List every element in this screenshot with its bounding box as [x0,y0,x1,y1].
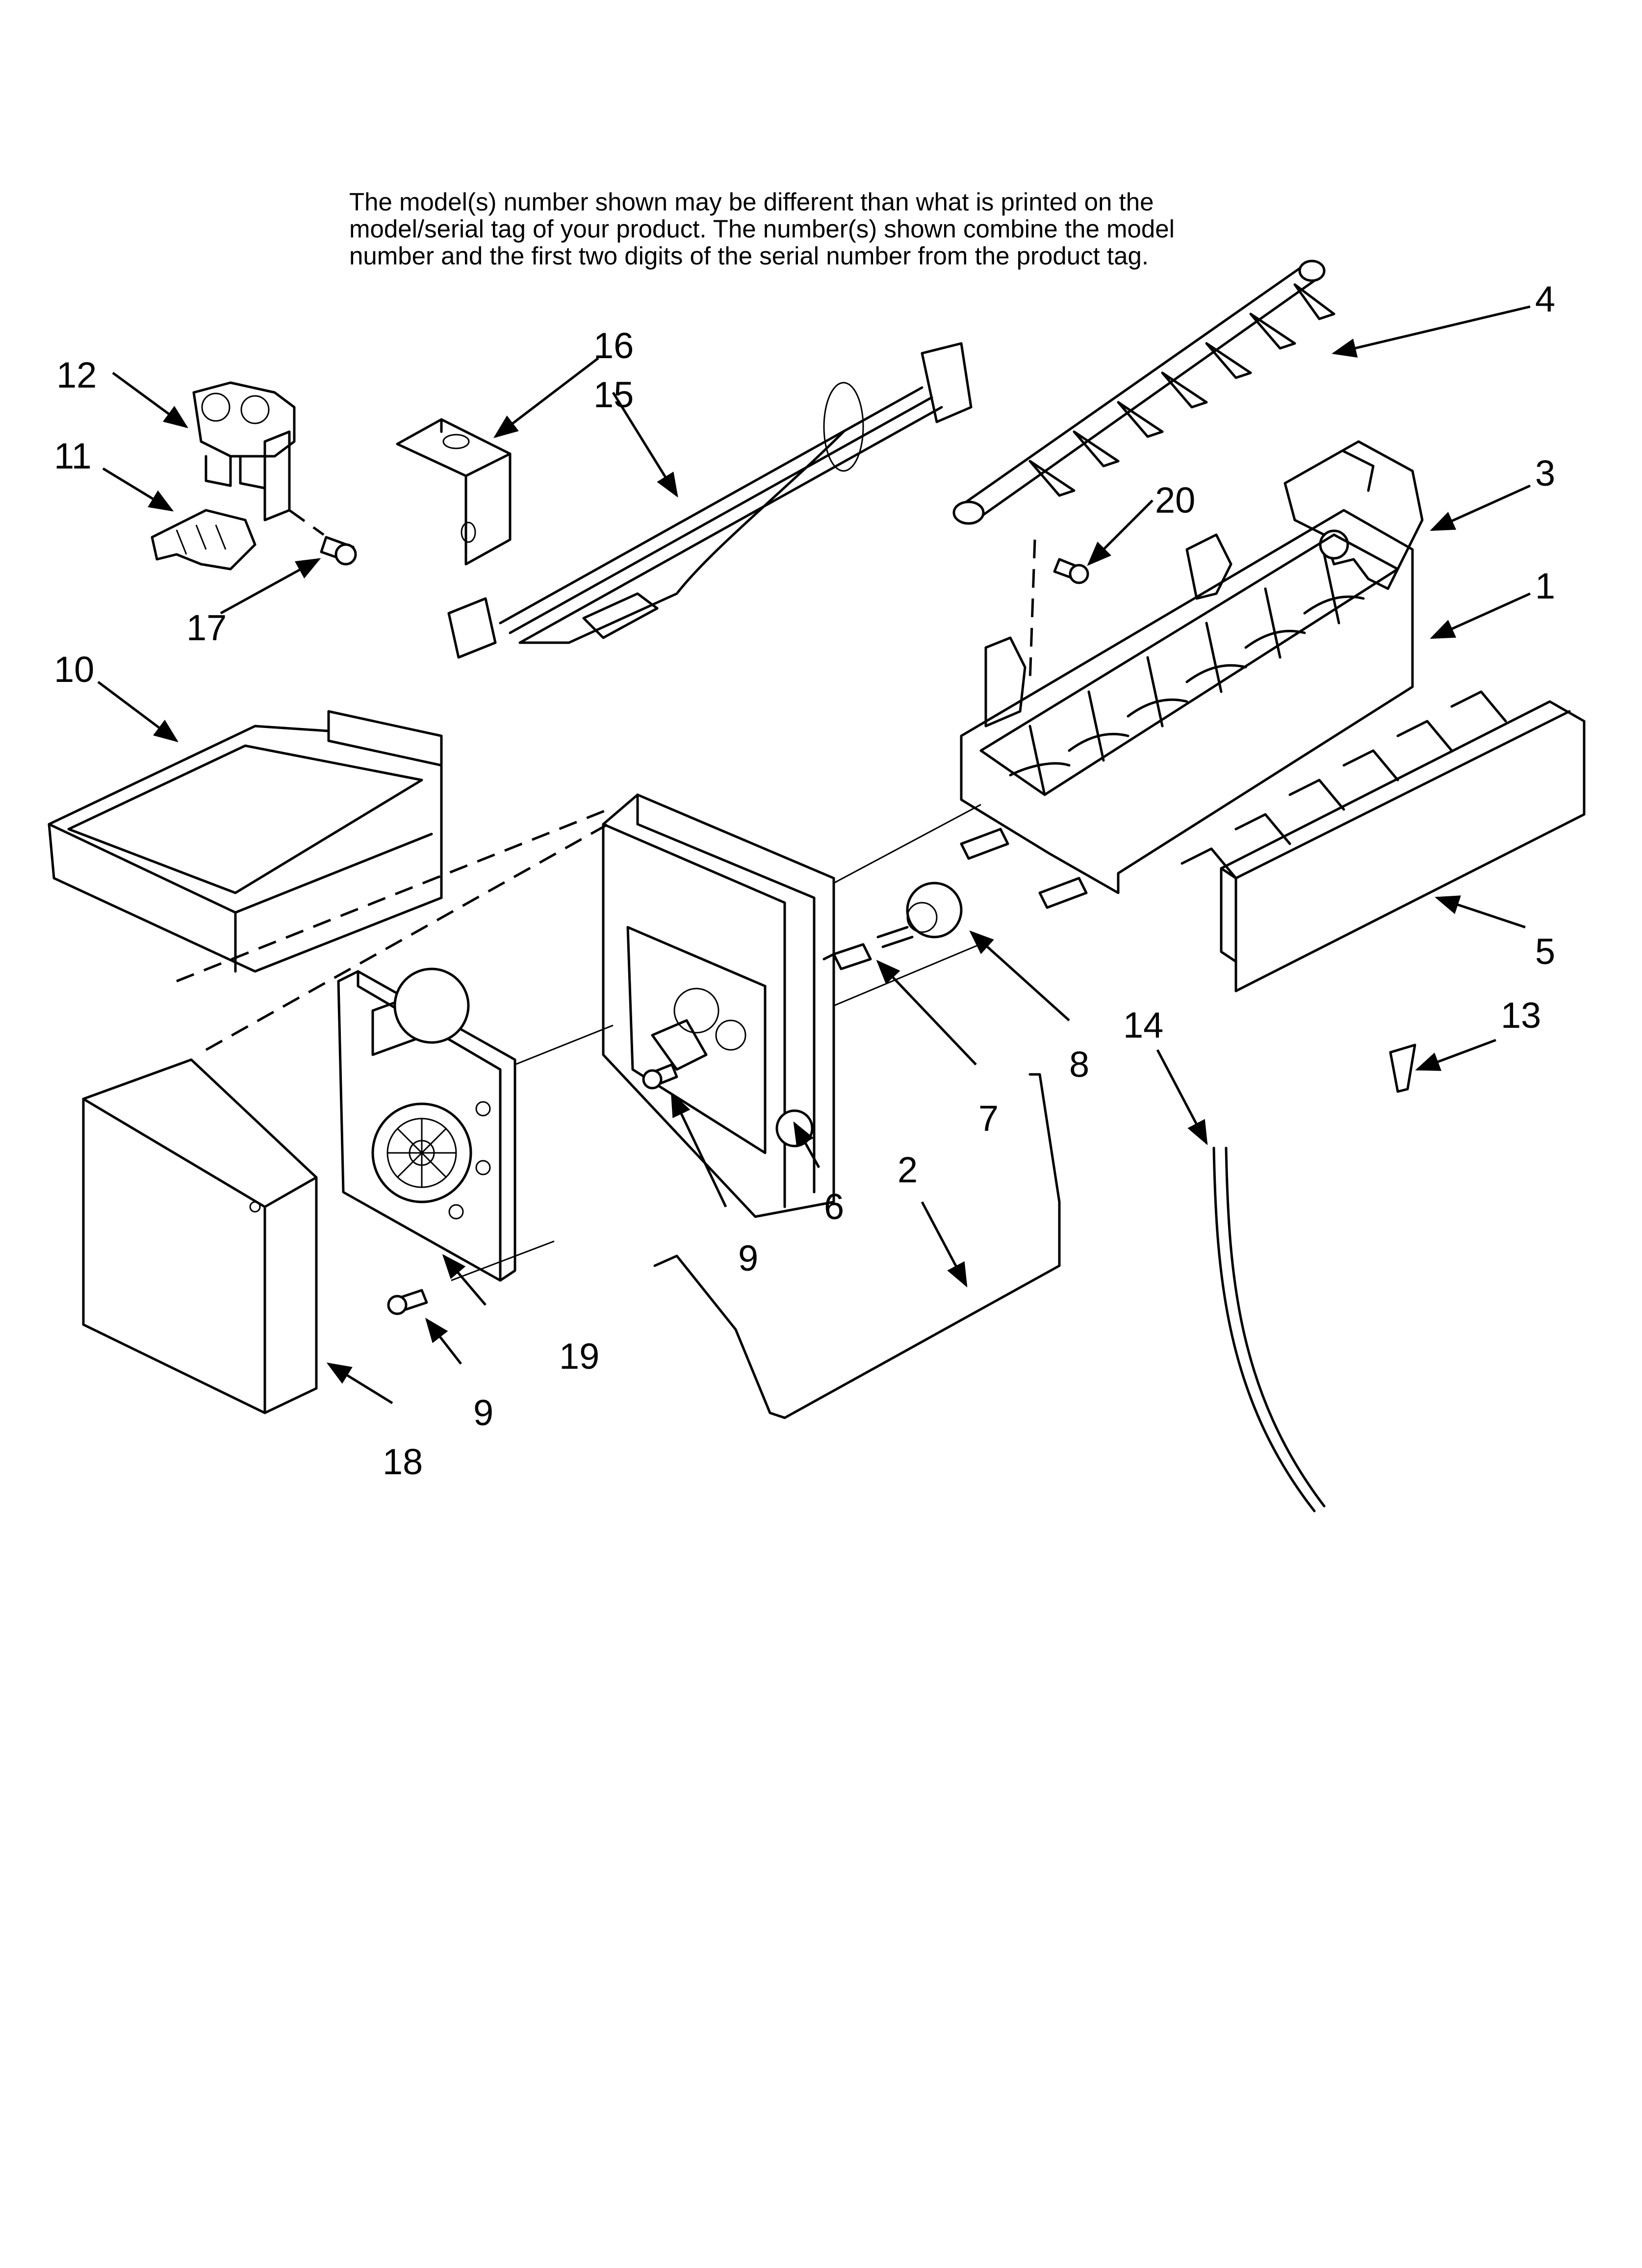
callout-labels: 4 3 1 5 13 20 8 7 6 9 19 9 18 2 14 16 15… [54,279,1555,1482]
part-4-ejector-shaft [952,260,1335,525]
motor-guide-line [514,1024,614,1066]
part-19-motor-module [337,967,516,1282]
callout-3: 3 [1535,453,1555,494]
callout-7: 7 [978,1098,999,1139]
callout-17: 17 [186,607,227,648]
callout-12: 12 [56,355,97,395]
callout-4: 4 [1535,279,1555,319]
note-line-3: number and the first two digits of the s… [349,242,1149,270]
callout-14: 14 [1123,1005,1163,1045]
part-1-ice-mold [960,509,1414,894]
part-18-front-cover [82,1058,318,1414]
callout-20: 20 [1155,480,1195,521]
part-6-housing [602,793,835,1218]
screw-20-mount-line [1028,539,1036,682]
callout-8: 8 [1069,1044,1089,1085]
part-11-valve-bracket [151,509,257,571]
part-5-stripper [1180,690,1586,992]
part-9-screw-b [387,1289,428,1315]
part-2-shutoff-arm [653,1073,1061,1419]
motor-guide-line-2 [451,1240,555,1281]
valve-mount-line [288,509,325,536]
part-7-connector [822,943,872,970]
callout-2: 2 [898,1149,918,1190]
callout-1: 1 [1535,566,1555,606]
part-8-thermostat [876,882,963,948]
alignment-line-2 [176,808,609,983]
heater-terminals [960,828,1088,909]
part-17-screw [320,536,357,566]
callout-18: 18 [383,1441,423,1482]
part-9-screw-a [642,1063,678,1090]
callout-6: 6 [824,1186,844,1227]
part-10-ice-bin [48,710,443,973]
callout-11: 11 [54,436,92,476]
callout-9-motor: 9 [473,1392,493,1433]
callout-9-housing: 9 [738,1238,758,1278]
note-line-2: model/serial tag of your product. The nu… [349,215,1175,243]
callout-15: 15 [593,374,634,415]
callout-10: 10 [54,649,94,690]
callout-19: 19 [559,1336,599,1377]
part-16-wire-cover [396,418,512,566]
housing-guide-line [833,804,981,884]
callout-16: 16 [593,325,634,366]
leader-lines [97,305,1531,1405]
note-line-1: The model(s) number shown may be differe… [349,188,1154,216]
callout-5: 5 [1535,931,1555,972]
part-13-plug [1389,1043,1416,1093]
model-number-note: The model(s) number shown may be differe… [349,188,1428,269]
part-14-fill-tube [1212,1147,1326,1512]
alignment-line-1 [205,823,609,1051]
part-20-screw [1053,558,1089,584]
part-12-water-valve [192,381,296,521]
callout-13: 13 [1501,995,1541,1036]
housing-guide-line-2 [833,941,986,1007]
part-15-wire-harness [447,342,973,659]
